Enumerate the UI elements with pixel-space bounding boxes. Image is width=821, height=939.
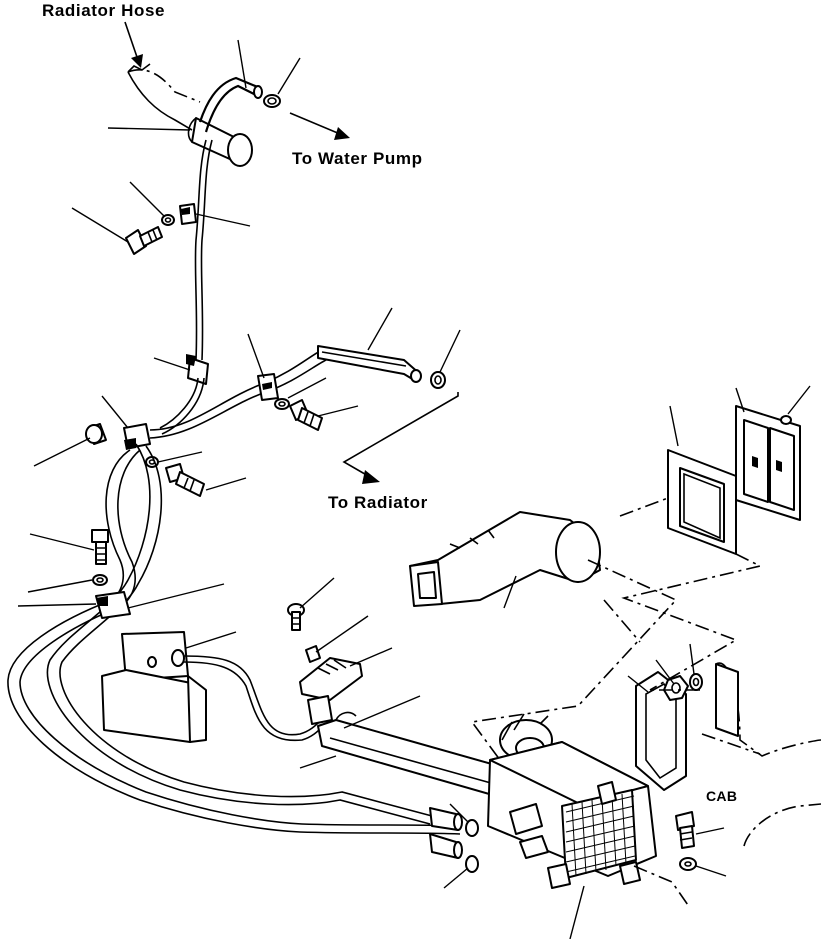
radiator-return-hose [317, 345, 422, 383]
to-radiator-label: To Radiator [328, 493, 428, 512]
cab-outline [701, 662, 821, 847]
water-pump-pipe [187, 117, 253, 167]
washer-right [689, 673, 703, 691]
radiator-hose-outline [127, 63, 201, 131]
tube-tee-clip [123, 423, 151, 450]
cab-label: CAB [706, 788, 737, 804]
assembly-lines [470, 497, 763, 909]
screw-center [287, 603, 305, 631]
tube-clip-upper [179, 203, 197, 225]
to-water-pump-label: To Water Pump [292, 149, 423, 168]
tube-clamp-left [95, 591, 131, 619]
bushing [85, 423, 107, 445]
filter-screw [780, 415, 792, 425]
washer-left-lower [92, 574, 108, 586]
duct-gasket [635, 671, 687, 791]
water-tube-upper [194, 139, 213, 361]
water-tube-long [7, 443, 461, 835]
filter-panel [735, 405, 801, 521]
pump-hose [198, 76, 263, 133]
hose-clamp-radiator [430, 371, 446, 389]
bolt-left-lower [91, 529, 109, 565]
valve-cable [183, 655, 329, 742]
heater-valve-box [101, 631, 207, 743]
filter-frame [667, 449, 737, 555]
water-tube-radiator [149, 349, 327, 439]
to-radiator-arrow [342, 392, 459, 484]
bolt-left [165, 463, 205, 497]
tube-clip-radiator [257, 373, 279, 401]
to-water-pump-arrow [289, 112, 350, 140]
washer-cab [679, 857, 697, 871]
leader-lines [17, 39, 811, 939]
radiator-hose-label: Radiator Hose [42, 1, 165, 20]
nut-center [305, 645, 321, 663]
hose-clamp-inlet-lower [465, 855, 479, 873]
tube-clip-mid [186, 354, 209, 385]
hose-clamp-pump [263, 94, 281, 108]
washer-mid [274, 398, 290, 410]
heater-unit [487, 713, 657, 889]
washer-upper [161, 214, 175, 226]
bolt-upper [125, 226, 163, 255]
bolt-cab [675, 811, 695, 849]
bolt-mid [289, 399, 323, 431]
air-duct [409, 511, 601, 607]
hose-clamp-inlet-upper [465, 819, 479, 837]
control-bracket [299, 657, 363, 725]
radiator-hose-arrow [124, 21, 143, 68]
heater-inlet-hoses [429, 807, 463, 859]
